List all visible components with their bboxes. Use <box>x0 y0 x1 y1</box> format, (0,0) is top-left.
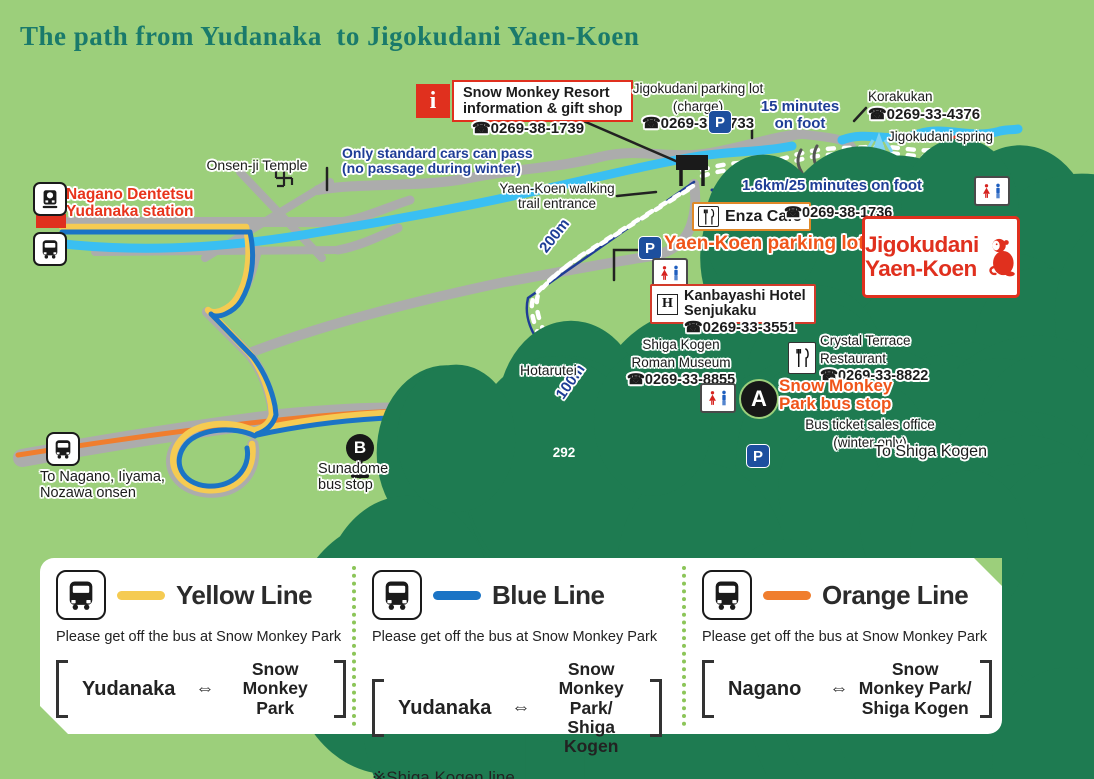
legend: Yellow Line Please get off the bus at Sn… <box>40 558 1002 779</box>
toilet-icon-parking <box>652 258 688 288</box>
legend-title: Yellow Line <box>176 579 313 610</box>
yellow-line-dash <box>117 590 165 600</box>
hotarutei-label: Hotarutei <box>520 362 577 378</box>
manji-icon <box>274 168 294 188</box>
bracket-left <box>702 660 714 718</box>
bracket-left <box>56 660 68 718</box>
standard-cars-label: Only standard cars can pass(no passage d… <box>342 145 533 177</box>
restaurant-icon <box>698 206 719 227</box>
legend-route: Yudanaka ⇔ Snow Monkey Park/Shiga Kogen <box>372 659 662 756</box>
restaurant-icon-crystal <box>788 342 816 374</box>
info-shop-phone: ☎0269-38-1739 <box>472 120 585 137</box>
kanbayashi-phone: ☎0269-33-3551 <box>684 319 797 336</box>
parking-icon-loop: P <box>746 444 770 468</box>
station-building <box>36 214 66 228</box>
bracket-right <box>650 679 662 738</box>
bus-icon-station <box>33 232 67 266</box>
bus-icon <box>372 570 422 620</box>
parking-icon-jigokudani: P <box>708 110 732 134</box>
onsenji-label: Onsen-ji Temple <box>206 157 308 173</box>
legend-note: ※Shiga Kogen line <box>372 768 515 779</box>
bracket-right <box>334 660 346 718</box>
crystal-label: Crystal Terrace Restaurant ☎0269-33-8822 <box>820 333 929 385</box>
legend-panel-orange: Orange Line Please get off the bus at Sn… <box>702 570 992 730</box>
train-icon <box>33 182 67 216</box>
bus-stop-a-icon: A <box>739 379 779 419</box>
orange-line-dash <box>763 590 811 600</box>
toilet-icon-museum <box>700 383 736 413</box>
parking-icon-yaenkoen: P <box>638 236 662 260</box>
both-ways-arrow: ⇔ <box>829 678 849 699</box>
to-nagano-label: To Nagano, Iiyama,Nozawa onsen <box>40 469 165 501</box>
legend-instruction: Please get off the bus at Snow Monkey Pa… <box>372 629 658 645</box>
bus-icon <box>56 570 106 620</box>
yaenkoen-parking-label: Yaen-Koen parking lot <box>664 233 865 254</box>
walk-distance-label: 1.6km/25 minutes on foot <box>742 177 923 194</box>
both-ways-arrow: ⇔ <box>195 678 215 699</box>
ticket-office-label: Bus ticket sales office (winter only) <box>805 417 935 450</box>
to-shiga-label: To Shiga Kogen <box>874 443 987 460</box>
information-icon: i <box>416 84 450 118</box>
monkey-icon <box>989 238 1015 277</box>
spring-label: Jigokudani spring <box>888 129 994 144</box>
legend-corner-tr <box>974 558 1002 586</box>
legend-route: Nagano ⇔ Snow Monkey Park/Shiga Kogen <box>702 659 992 718</box>
legend-panel-blue: Blue Line Please get off the bus at Snow… <box>372 570 662 779</box>
both-ways-arrow: ⇔ <box>511 697 531 719</box>
bus-stop-b-icon: B <box>346 434 374 462</box>
info-shop-box: Snow Monkey Resort information & gift sh… <box>452 80 634 122</box>
bus-icon-nagano <box>46 432 80 466</box>
hotel-icon: H <box>657 293 678 315</box>
route-292-label: 292 <box>552 445 576 460</box>
bus-icon <box>702 570 752 620</box>
korakukan-label: Korakukan ☎0269-33-4376 <box>868 89 981 123</box>
jigokudani-parking-label: Jigokudani parking lot (charge) ☎0269-33… <box>632 81 764 133</box>
bracket-right <box>980 660 992 718</box>
toilet-icon-spring <box>974 176 1010 206</box>
legend-corner-bl <box>40 706 68 734</box>
legend-divider-2 <box>682 566 686 726</box>
legend-instruction: Please get off the bus at Snow Monkey Pa… <box>56 629 342 645</box>
legend-panel-yellow: Yellow Line Please get off the bus at Sn… <box>56 570 346 730</box>
blue-line-dash <box>433 590 481 600</box>
legend-divider-1 <box>352 566 356 726</box>
bracket-left <box>372 679 384 738</box>
legend-title: Orange Line <box>822 579 969 610</box>
legend-instruction: Please get off the bus at Snow Monkey Pa… <box>702 629 988 645</box>
page-title: The path from Yudanaka to Jigokudani Yae… <box>20 21 640 51</box>
museum-label: Shiga Kogen Roman Museum ☎0269-33-8855 <box>626 337 736 389</box>
entrance-flag-icon <box>676 155 708 186</box>
enza-cafe-box: Enza Café <box>692 202 812 231</box>
legend-title: Blue Line <box>492 579 605 610</box>
